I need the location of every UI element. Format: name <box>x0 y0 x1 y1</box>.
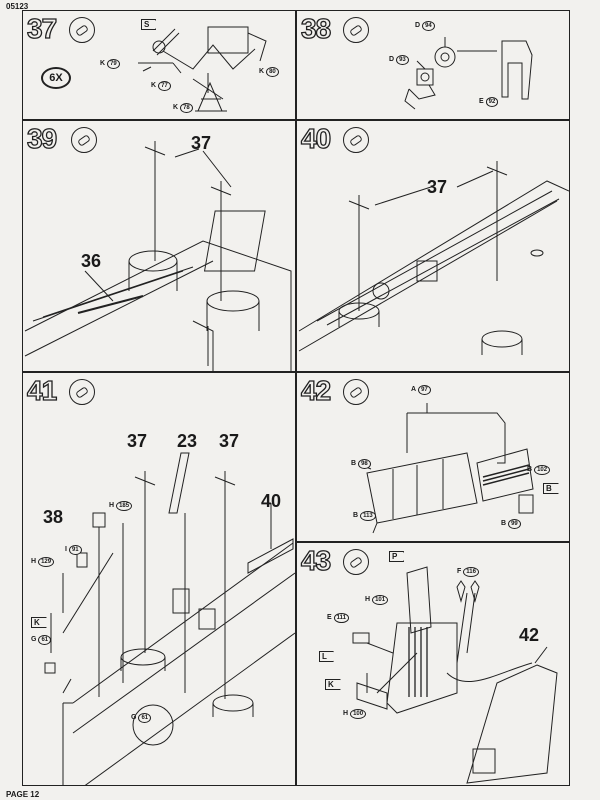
step-42-number: 42 <box>300 374 331 406</box>
glue-icon <box>343 17 369 43</box>
callout-step-ref: 42 <box>519 625 540 645</box>
callout-step-ref: 37 <box>427 177 448 197</box>
step-39-panel: 39 37 36 <box>22 120 296 372</box>
glue-icon <box>69 379 95 405</box>
step-41-drawing <box>44 452 295 785</box>
glue-icon <box>343 549 369 575</box>
callout-step-ref: 37 <box>191 133 212 153</box>
callout-step-ref: 23 <box>177 431 198 451</box>
step-40-panel: 40 37 <box>296 120 570 372</box>
step-40-number: 40 <box>300 122 331 154</box>
step-39-number: 39 <box>26 122 57 154</box>
glue-icon <box>343 379 369 405</box>
step-37-number: 37 <box>26 12 57 44</box>
step-42-drawing <box>360 403 534 534</box>
callout-step-ref: 37 <box>219 431 240 451</box>
step-43-drawing <box>352 566 558 784</box>
callout-step-ref: 38 <box>43 507 64 527</box>
step-40-drawing <box>298 161 569 355</box>
callout-step-ref: 36 <box>81 251 102 271</box>
callout-step-ref: 37 <box>127 431 148 451</box>
step-38-drawing <box>404 37 533 110</box>
glue-icon <box>343 127 369 153</box>
page-number: PAGE 12 <box>6 790 40 799</box>
step-39-drawing <box>24 141 292 371</box>
quantity-badge: 6X <box>41 67 71 89</box>
step-41-number: 41 <box>26 374 57 406</box>
step-38-number: 38 <box>300 12 331 44</box>
glue-icon <box>71 127 97 153</box>
glue-icon <box>69 17 95 43</box>
step-37-drawing <box>138 26 267 112</box>
step-43-number: 43 <box>300 544 331 576</box>
kit-code: 05123 <box>6 2 29 11</box>
callout-step-ref: 40 <box>261 491 282 511</box>
